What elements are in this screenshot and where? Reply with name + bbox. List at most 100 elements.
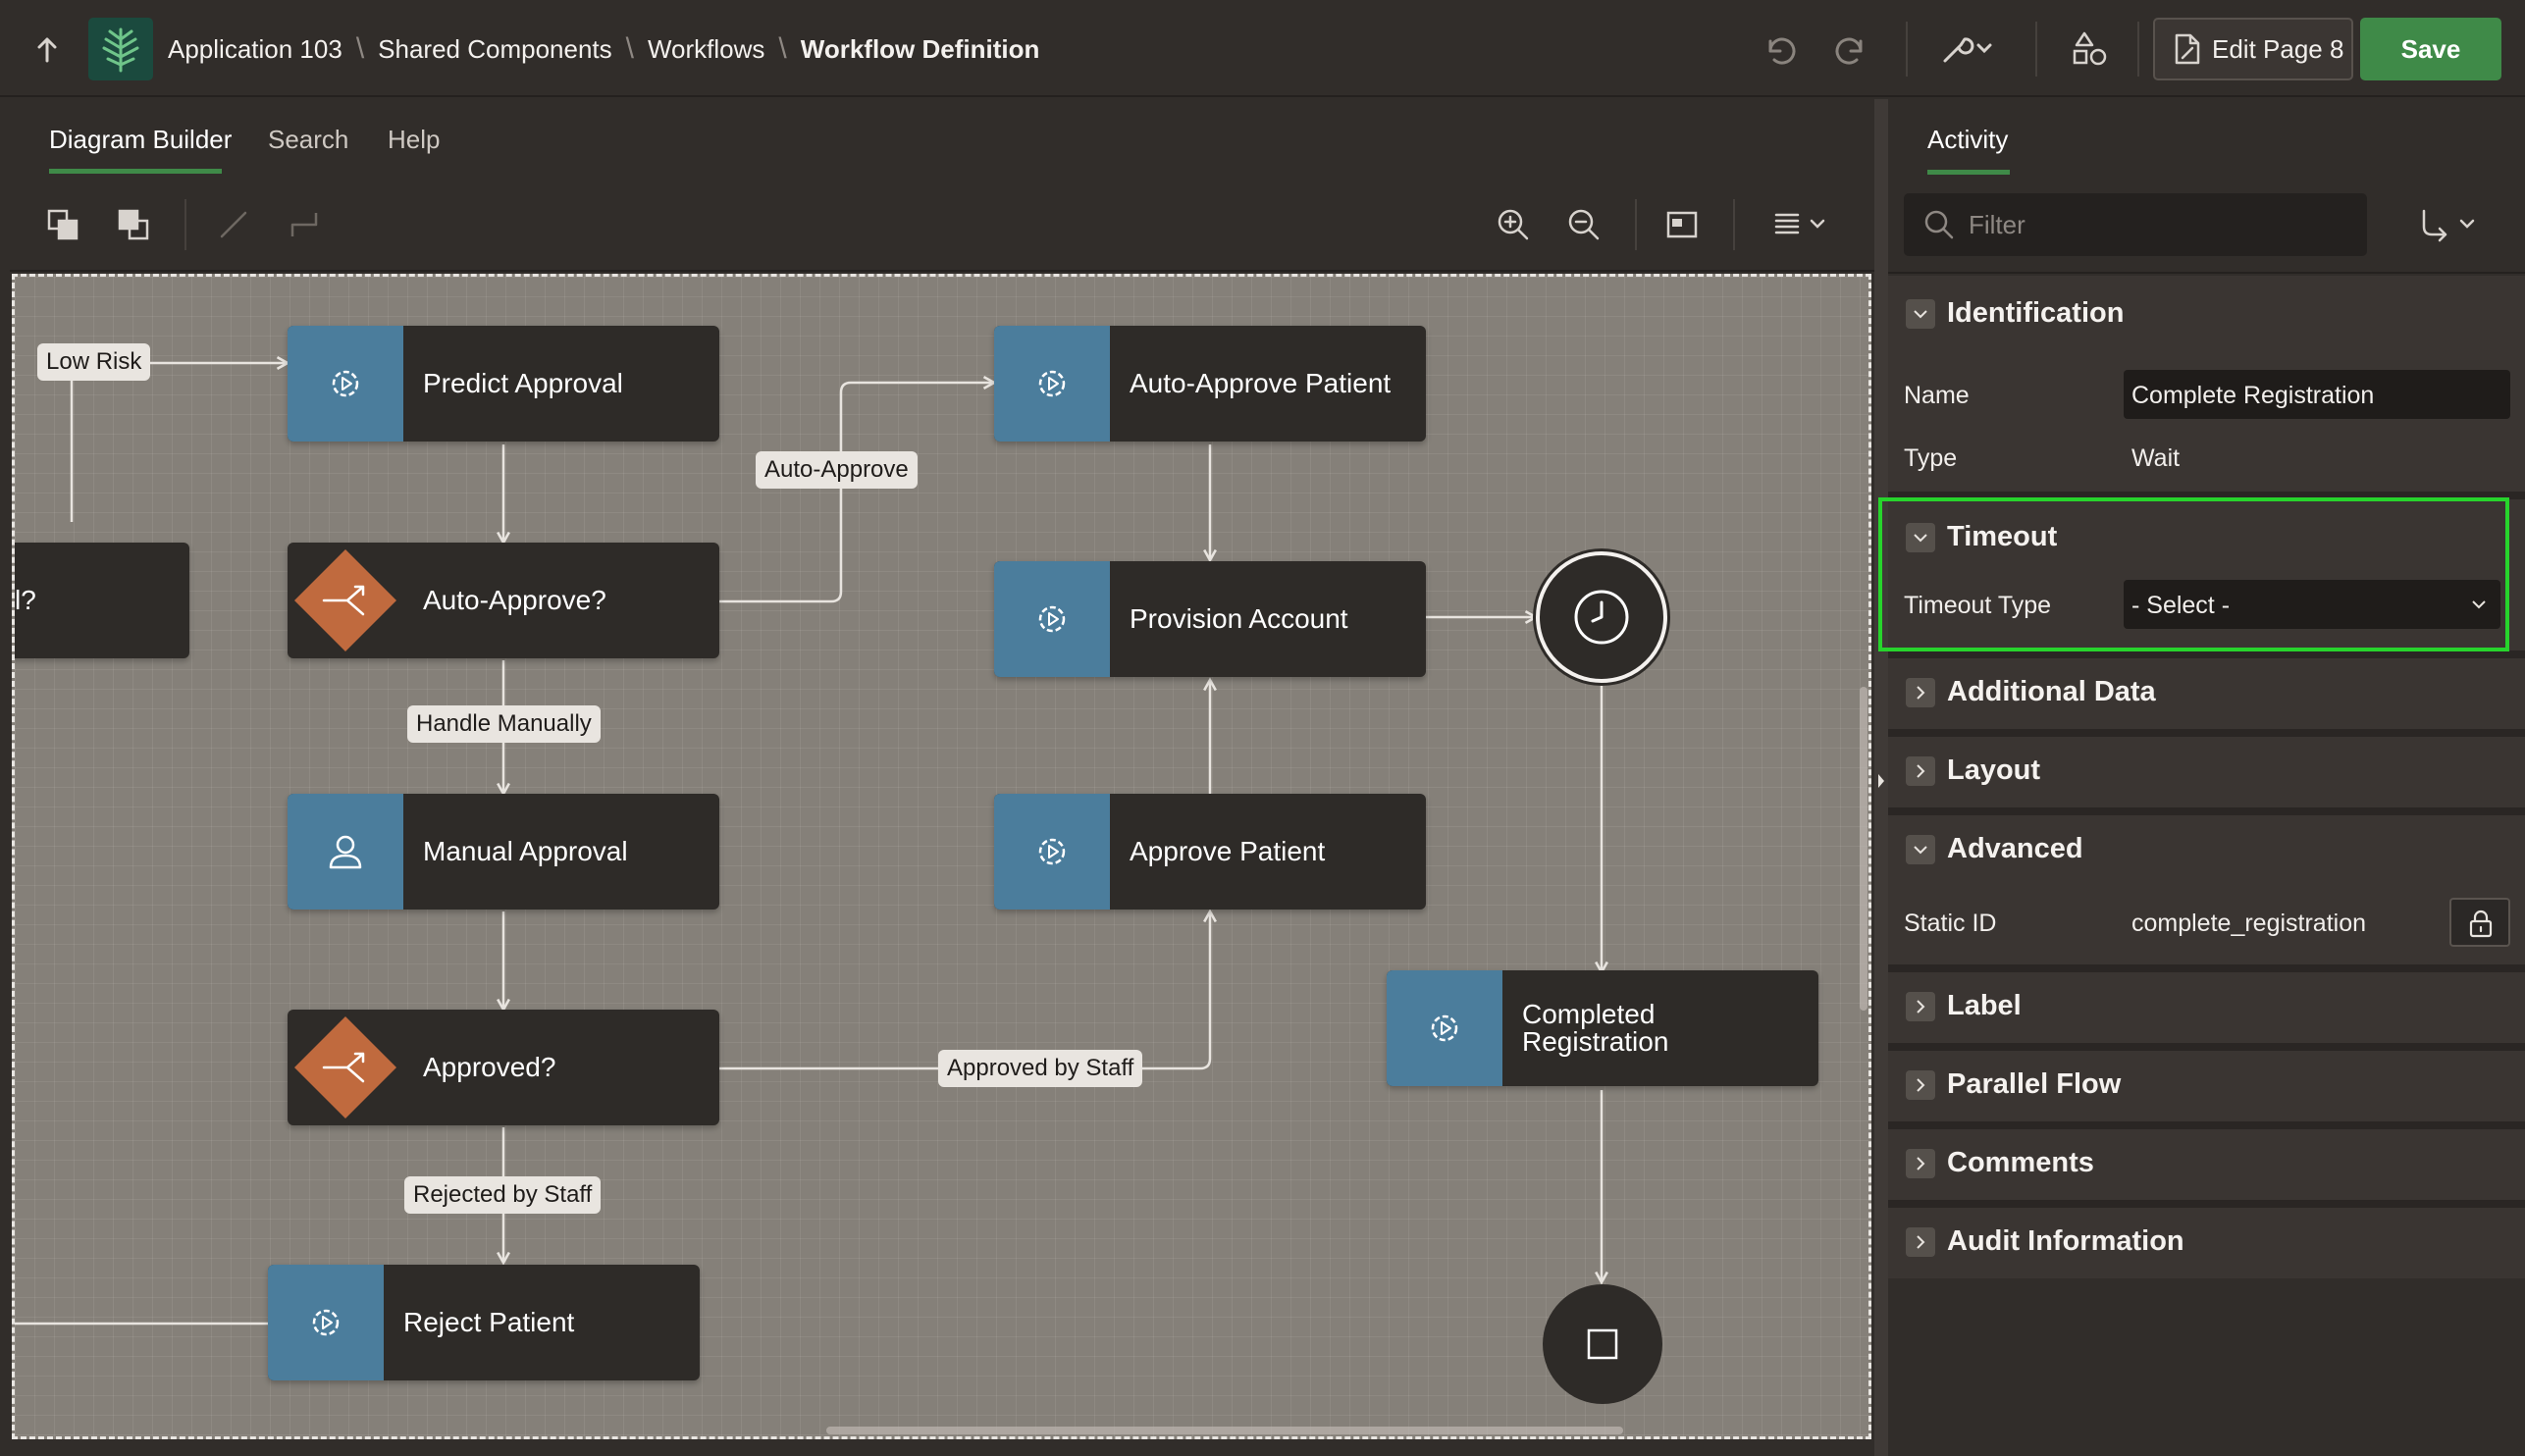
app-logo-icon[interactable] <box>88 18 153 80</box>
node-reject-patient[interactable]: Reject Patient <box>268 1265 700 1380</box>
diagram-toolbar <box>10 178 1874 272</box>
edge-label-rejected-by-staff[interactable]: Rejected by Staff <box>404 1176 602 1214</box>
tab-diagram-builder[interactable]: Diagram Builder <box>49 125 233 154</box>
lock-button[interactable] <box>2449 898 2510 947</box>
collapse-toggle[interactable] <box>1906 299 1935 329</box>
edge-label-approved-by-staff[interactable]: Approved by Staff <box>938 1050 1143 1087</box>
collapse-toggle[interactable] <box>1906 835 1935 864</box>
section-header[interactable]: Additional Data <box>1888 654 2525 729</box>
expand-toggle[interactable] <box>1906 1149 1935 1178</box>
node-auto-approve-decision[interactable]: Auto-Approve? <box>288 543 719 658</box>
edge-label-auto-approve[interactable]: Auto-Approve <box>756 451 918 489</box>
go-to-group-icon[interactable] <box>2418 205 2487 244</box>
straight-connector-icon[interactable] <box>212 203 255 246</box>
lock-icon <box>2469 910 2493 938</box>
zoom-out-icon[interactable] <box>1562 203 1605 246</box>
breadcrumb-current: Workflow Definition <box>800 33 1040 64</box>
toolbar-divider <box>1635 199 1637 250</box>
layout-menu-icon[interactable] <box>1768 203 1837 246</box>
collapse-arrow-icon[interactable] <box>1874 766 1888 796</box>
gear-icon <box>332 370 359 397</box>
chevron-right-icon <box>1917 686 1925 700</box>
breadcrumb-application[interactable]: Application 103 <box>168 33 342 64</box>
undo-icon[interactable] <box>1759 27 1802 71</box>
section-gap <box>1888 650 2525 658</box>
gear-icon <box>1038 605 1066 633</box>
service-task-icon-box <box>268 1265 384 1380</box>
edit-page-label: Edit Page 8 <box>2212 33 2344 64</box>
diagram-canvas[interactable]: l? Predict Approval Auto-Approve? <box>12 274 1871 1439</box>
gear-icon <box>312 1309 340 1336</box>
filter-input[interactable] <box>1969 209 2361 240</box>
expand-toggle[interactable] <box>1906 678 1935 707</box>
property-label: Type <box>1904 444 1958 472</box>
redo-icon[interactable] <box>1829 27 1872 71</box>
section-header[interactable]: Parallel Flow <box>1888 1047 2525 1121</box>
section-gap <box>1888 807 2525 815</box>
gear-icon <box>1038 370 1066 397</box>
section-header[interactable]: Audit Information <box>1888 1204 2525 1278</box>
branch-icon <box>294 1016 396 1118</box>
property-row-name: Name Complete Registration <box>1888 366 2525 427</box>
section-title: Label <box>1947 990 2022 1021</box>
breadcrumb-shared-components[interactable]: Shared Components <box>378 33 612 64</box>
send-to-back-icon[interactable] <box>112 203 155 246</box>
stop-square-icon <box>1587 1328 1618 1360</box>
tab-search[interactable]: Search <box>268 125 349 154</box>
section-timeout: Timeout Timeout Type - Select - <box>1888 499 2525 650</box>
tab-activity[interactable]: Activity <box>1927 125 2009 154</box>
save-button[interactable]: Save <box>2360 18 2501 80</box>
node-completed-registration[interactable]: Completed Registration <box>1387 970 1818 1086</box>
section-header[interactable]: Comments <box>1888 1125 2525 1200</box>
up-arrow-icon[interactable] <box>27 29 67 69</box>
edit-page-button[interactable]: Edit Page 8 <box>2153 18 2353 80</box>
node-auto-approve-patient[interactable]: Auto-Approve Patient <box>994 326 1426 442</box>
tab-help[interactable]: Help <box>388 125 441 154</box>
node-label: Provision Account <box>1130 603 1348 634</box>
user-icon <box>329 835 362 869</box>
node-approve-patient[interactable]: Approve Patient <box>994 794 1426 910</box>
canvas-vertical-scrollbar[interactable] <box>1860 687 1867 1011</box>
section-header[interactable]: Layout <box>1888 733 2525 807</box>
node-wait-selected[interactable] <box>1536 551 1667 683</box>
timeout-type-value: - Select - <box>2131 592 2231 619</box>
name-field[interactable]: Complete Registration <box>2124 370 2510 419</box>
edge-label-handle-manually[interactable]: Handle Manually <box>407 705 601 743</box>
orthogonal-connector-icon[interactable] <box>283 203 326 246</box>
panel-splitter[interactable] <box>1874 99 1888 1456</box>
expand-toggle[interactable] <box>1906 756 1935 786</box>
node-manual-approval[interactable]: Manual Approval <box>288 794 719 910</box>
property-toolbar <box>1888 178 2525 274</box>
chevron-down-icon <box>1914 846 1927 855</box>
breadcrumb-workflows[interactable]: Workflows <box>647 33 765 64</box>
bring-to-front-icon[interactable] <box>41 203 84 246</box>
active-tab-indicator <box>1927 170 2010 175</box>
node-end[interactable] <box>1543 1284 1662 1404</box>
zoom-in-icon[interactable] <box>1492 203 1535 246</box>
node-predict-approval[interactable]: Predict Approval <box>288 326 719 442</box>
node-label: Manual Approval <box>423 836 628 866</box>
shapes-icon[interactable] <box>2069 27 2112 71</box>
collapse-toggle[interactable] <box>1906 523 1935 552</box>
wrench-menu-icon[interactable] <box>1935 27 1998 71</box>
section-header[interactable]: Label <box>1888 968 2525 1043</box>
node-label-line-1: Completed <box>1522 999 1656 1029</box>
fit-to-screen-icon[interactable] <box>1660 203 1704 246</box>
canvas-horizontal-scrollbar[interactable] <box>826 1427 1623 1434</box>
node-approved-decision[interactable]: Approved? <box>288 1010 719 1125</box>
section-header[interactable]: Advanced <box>1888 811 2525 886</box>
partial-decision-node[interactable]: l? <box>15 543 189 658</box>
static-id-value: complete_registration <box>2131 910 2367 937</box>
toolbar-divider <box>184 199 186 250</box>
section-gap <box>1888 1043 2525 1051</box>
property-row-timeout-type: Timeout Type - Select - <box>1888 576 2525 637</box>
expand-toggle[interactable] <box>1906 1227 1935 1257</box>
expand-toggle[interactable] <box>1906 992 1935 1021</box>
expand-toggle[interactable] <box>1906 1070 1935 1100</box>
section-header[interactable]: Timeout <box>1888 499 2525 574</box>
section-header[interactable]: Identification <box>1888 276 2525 350</box>
node-provision-account[interactable]: Provision Account <box>994 561 1426 677</box>
decision-icon-box <box>288 543 403 658</box>
edge-label-low-risk[interactable]: Low Risk <box>37 343 151 381</box>
timeout-type-select[interactable]: - Select - <box>2124 580 2500 629</box>
